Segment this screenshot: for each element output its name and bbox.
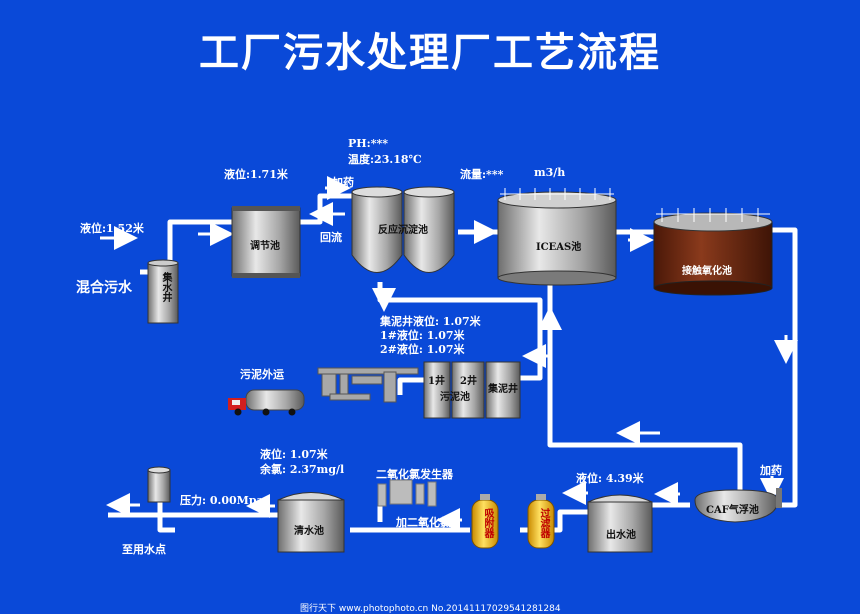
label-sludge-transport: 污泥外运 bbox=[240, 368, 284, 381]
label-add-chem-2: 加药 bbox=[760, 464, 782, 477]
label-sludge-level-3: 2#液位: 1.07米 bbox=[380, 343, 465, 356]
sludge-tanks bbox=[423, 361, 521, 419]
adjust-tank bbox=[231, 206, 301, 278]
label-chlorine-generator: 二氧化氯发生器 bbox=[376, 468, 453, 481]
label-clear-tank: 清水池 bbox=[294, 526, 324, 537]
pipe-iceas-sludge bbox=[547, 282, 743, 490]
label-add-chem-1: 加药 bbox=[332, 176, 354, 189]
water-tower bbox=[147, 466, 171, 503]
clear-water-tank bbox=[277, 492, 345, 553]
label-collection-well: 集水井 bbox=[160, 272, 171, 302]
pipe-tower bbox=[157, 500, 175, 533]
label-flow-rate: 流量:*** bbox=[460, 168, 504, 181]
pipe-sludge-to-press bbox=[397, 377, 425, 395]
label-reaction-tank: 反应沉淀池 bbox=[378, 225, 428, 236]
label-ph: PH:*** bbox=[348, 137, 388, 150]
truck bbox=[228, 389, 305, 416]
pipe-well-to-adjust bbox=[167, 219, 232, 262]
label-well-2: 2井 bbox=[460, 376, 477, 387]
label-residual-chlorine: 余氯: 2.37mg/l bbox=[260, 463, 345, 476]
label-sludge-level-1: 集泥井液位: 1.07米 bbox=[380, 315, 481, 328]
caf-tank bbox=[694, 488, 782, 523]
label-sludge-tank: 污泥池 bbox=[440, 392, 470, 403]
label-level-clear: 液位: 1.07米 bbox=[260, 448, 328, 461]
iceas-tank bbox=[497, 188, 617, 286]
label-pressure: 压力: 0.00Mpa bbox=[180, 494, 264, 507]
label-well-1: 1井 bbox=[428, 376, 445, 387]
label-flow-unit: m3/h bbox=[534, 166, 566, 179]
filter-press bbox=[317, 367, 419, 403]
label-filter: 过滤器 bbox=[538, 508, 549, 538]
label-contact-oxidation: 接触氧化池 bbox=[682, 266, 732, 277]
collection-well-tank bbox=[147, 259, 179, 324]
flow-arrows bbox=[100, 176, 798, 532]
label-level-1: 液位:1.52米 bbox=[80, 222, 144, 235]
label-reflux: 回流 bbox=[320, 231, 342, 244]
outlet-tank bbox=[587, 494, 653, 553]
label-level-2: 液位:1.71米 bbox=[224, 168, 288, 181]
filter-vessel bbox=[527, 494, 555, 549]
label-sludge-level-2: 1#液位: 1.07米 bbox=[380, 329, 465, 342]
label-temperature: 温度:23.18℃ bbox=[348, 153, 422, 166]
reaction-sedimentation-tank bbox=[351, 186, 455, 273]
label-to-water-point: 至用水点 bbox=[122, 543, 166, 556]
label-level-outlet: 液位: 4.39米 bbox=[576, 472, 644, 485]
chlorine-generator bbox=[377, 479, 437, 507]
label-add-chlorine: 加二氧化氯 bbox=[396, 516, 451, 529]
adsorber-vessel bbox=[471, 494, 499, 549]
pipe-adjust-to-reaction bbox=[300, 193, 352, 225]
page-title: 工厂污水处理厂工艺流程 bbox=[199, 30, 661, 76]
label-adjust-tank: 调节池 bbox=[250, 241, 280, 252]
label-mixed-sewage: 混合污水 bbox=[76, 280, 132, 296]
pipe-contact-to-caf bbox=[770, 227, 798, 508]
watermark: 图行天下 www.photophoto.cn No.20141117029541… bbox=[300, 604, 561, 614]
label-adsorber: 吸附器 bbox=[482, 508, 493, 538]
label-outlet-tank: 出水池 bbox=[606, 530, 636, 541]
label-caf-tank: CAF气浮池 bbox=[706, 505, 759, 516]
label-iceas-tank: ICEAS池 bbox=[536, 242, 582, 253]
label-sludge-well: 集泥井 bbox=[488, 384, 518, 395]
contact-oxidation-tank bbox=[653, 208, 773, 296]
